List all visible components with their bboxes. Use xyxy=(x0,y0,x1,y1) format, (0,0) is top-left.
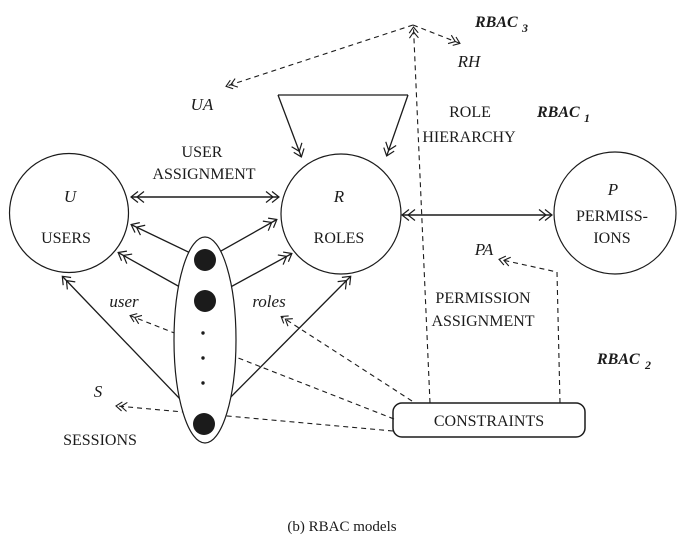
constraints-to-roles-dashed-arrow xyxy=(280,315,413,402)
roles-node: R ROLES xyxy=(280,153,402,275)
rbac1-subscript: 1 xyxy=(584,111,590,125)
constraints-to-sessions-dashed-arrow xyxy=(115,401,394,432)
model-tags: RBAC 3 RBAC 1 RBAC 2 xyxy=(474,14,651,372)
pa-abbrev-label: PA xyxy=(474,240,494,259)
sessions-ellipse xyxy=(173,236,237,444)
session-roles-function-label: roles xyxy=(252,292,286,311)
rbac3-to-rh-dashed-arrow xyxy=(412,24,461,46)
rbac1-label: RBAC xyxy=(536,104,580,121)
role-hierarchy-loop xyxy=(277,94,409,158)
rh-abbrev-label: RH xyxy=(457,52,482,71)
rbac3-label: RBAC xyxy=(474,14,518,31)
roles-label: ROLES xyxy=(314,230,365,247)
sessions-symbol: S xyxy=(94,382,103,401)
permission-assignment-label-line2: ASSIGNMENT xyxy=(431,313,534,330)
role-hierarchy-left-arrow xyxy=(277,94,305,158)
role-hierarchy-right-arrow xyxy=(383,94,409,157)
constraints-to-pa-dashed-arrow xyxy=(498,255,561,404)
constraints-box: CONSTRAINTS xyxy=(392,402,586,438)
role-hierarchy-label-line1: ROLE xyxy=(449,104,491,121)
session-dot-1 xyxy=(194,249,216,271)
sessions-set xyxy=(173,236,237,444)
roles-symbol: R xyxy=(333,187,345,206)
roles-circle xyxy=(280,153,402,275)
permissions-circle xyxy=(553,151,677,275)
figure-caption: (b) RBAC models xyxy=(287,519,396,535)
sessions-label: SESSIONS xyxy=(63,432,137,449)
users-node: U USERS xyxy=(8,152,130,274)
permissions-node: P PERMISS- IONS xyxy=(553,151,677,275)
role-hierarchy-label-line2: HIERARCHY xyxy=(422,129,516,146)
session-ellipsis-dot-3 xyxy=(201,381,205,385)
session-ellipsis-dot-1 xyxy=(201,331,205,335)
permissions-symbol: P xyxy=(607,180,618,199)
users-label: USERS xyxy=(41,230,91,247)
rbac3-subscript: 3 xyxy=(521,21,528,35)
constraints-label: CONSTRAINTS xyxy=(434,413,544,430)
relation-labels: USER ASSIGNMENT PERMISSION ASSIGNMENT RO… xyxy=(63,52,535,449)
constraints-rect xyxy=(392,402,586,438)
rbac3-to-ua-dashed-arrow xyxy=(225,24,414,90)
rbac2-subscript: 2 xyxy=(644,358,651,372)
constraints-to-user-dashed-arrow xyxy=(129,313,395,420)
user-assignment-label-line1: USER xyxy=(182,144,223,161)
permission-assignment-label-line1: PERMISSION xyxy=(435,290,531,307)
ua-abbrev-label: UA xyxy=(191,95,214,114)
session-ellipsis-dot-2 xyxy=(201,356,205,360)
session-dot-3 xyxy=(193,413,215,435)
user-assignment-label-line2: ASSIGNMENT xyxy=(152,166,255,183)
session-user-function-label: user xyxy=(109,292,139,311)
rbac2-label: RBAC xyxy=(596,351,640,368)
permissions-label-line1: PERMISS- xyxy=(576,208,648,225)
users-symbol: U xyxy=(64,187,78,206)
permissions-label-line2: IONS xyxy=(593,230,630,247)
session-dot-2 xyxy=(194,290,216,312)
users-circle xyxy=(8,152,130,274)
